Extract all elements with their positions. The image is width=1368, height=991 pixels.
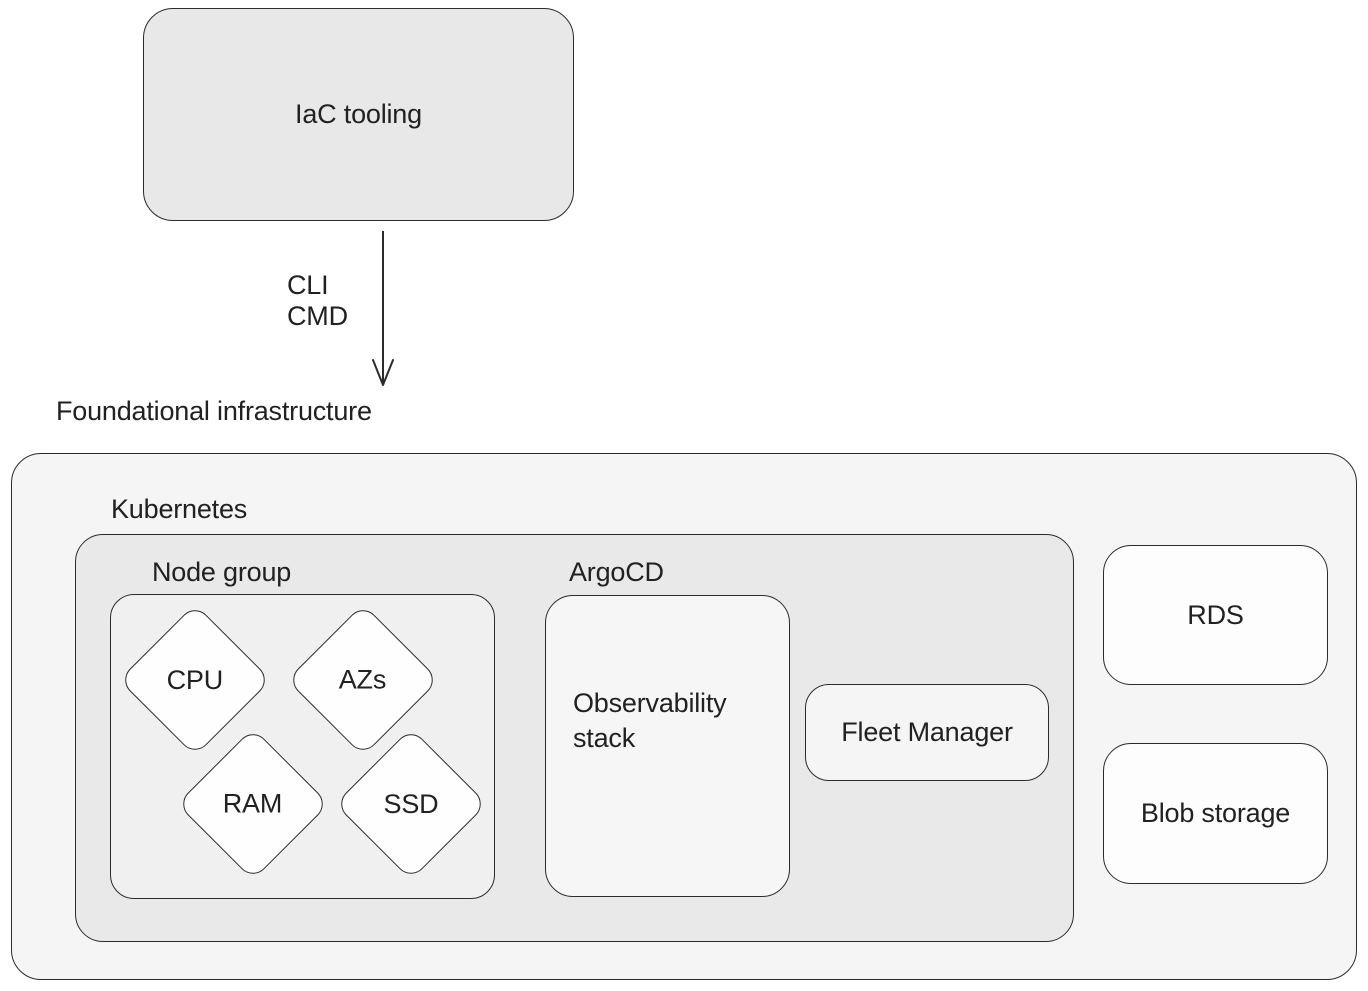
fleet-manager-label: Fleet Manager	[841, 717, 1013, 747]
blob-storage-label: Blob storage	[1140, 798, 1291, 828]
node-group-box: CPU AZs RAM SSD	[110, 594, 495, 899]
arrow-label: CLI CMD	[287, 270, 348, 332]
foundational-infrastructure-label: Foundational infrastructure	[56, 396, 372, 426]
cpu-label: CPU	[166, 664, 224, 695]
ssd-label: SSD	[383, 788, 439, 819]
diamond-ram: RAM	[176, 727, 330, 881]
blob-storage-box: Blob storage	[1103, 743, 1328, 884]
arrow-label-cli: CLI	[287, 270, 329, 300]
ram-label: RAM	[223, 788, 283, 819]
argocd-box: Observability stack	[545, 595, 790, 897]
kubernetes-label: Kubernetes	[111, 494, 248, 524]
argocd-label: ArgoCD	[569, 557, 664, 587]
azs-label: AZs	[339, 664, 387, 695]
kubernetes-box: Node group CPU AZs RAM SSD ArgoCD Observ…	[75, 534, 1074, 942]
iac-tooling-label: IaC tooling	[295, 99, 422, 129]
iac-tooling-box: IaC tooling	[143, 8, 574, 221]
foundational-infrastructure-box: Kubernetes Node group CPU AZs RAM SSD Ar…	[11, 453, 1357, 980]
rds-box: RDS	[1103, 545, 1328, 685]
diamond-azs: AZs	[286, 603, 440, 757]
arrow-down-icon	[372, 231, 394, 386]
diamond-ssd: SSD	[334, 727, 488, 881]
rds-label: RDS	[1187, 599, 1244, 630]
arrow-label-cmd: CMD	[287, 301, 348, 331]
fleet-manager-box: Fleet Manager	[805, 684, 1049, 781]
node-group-label: Node group	[152, 557, 292, 587]
observability-stack-label: Observability stack	[573, 688, 727, 753]
